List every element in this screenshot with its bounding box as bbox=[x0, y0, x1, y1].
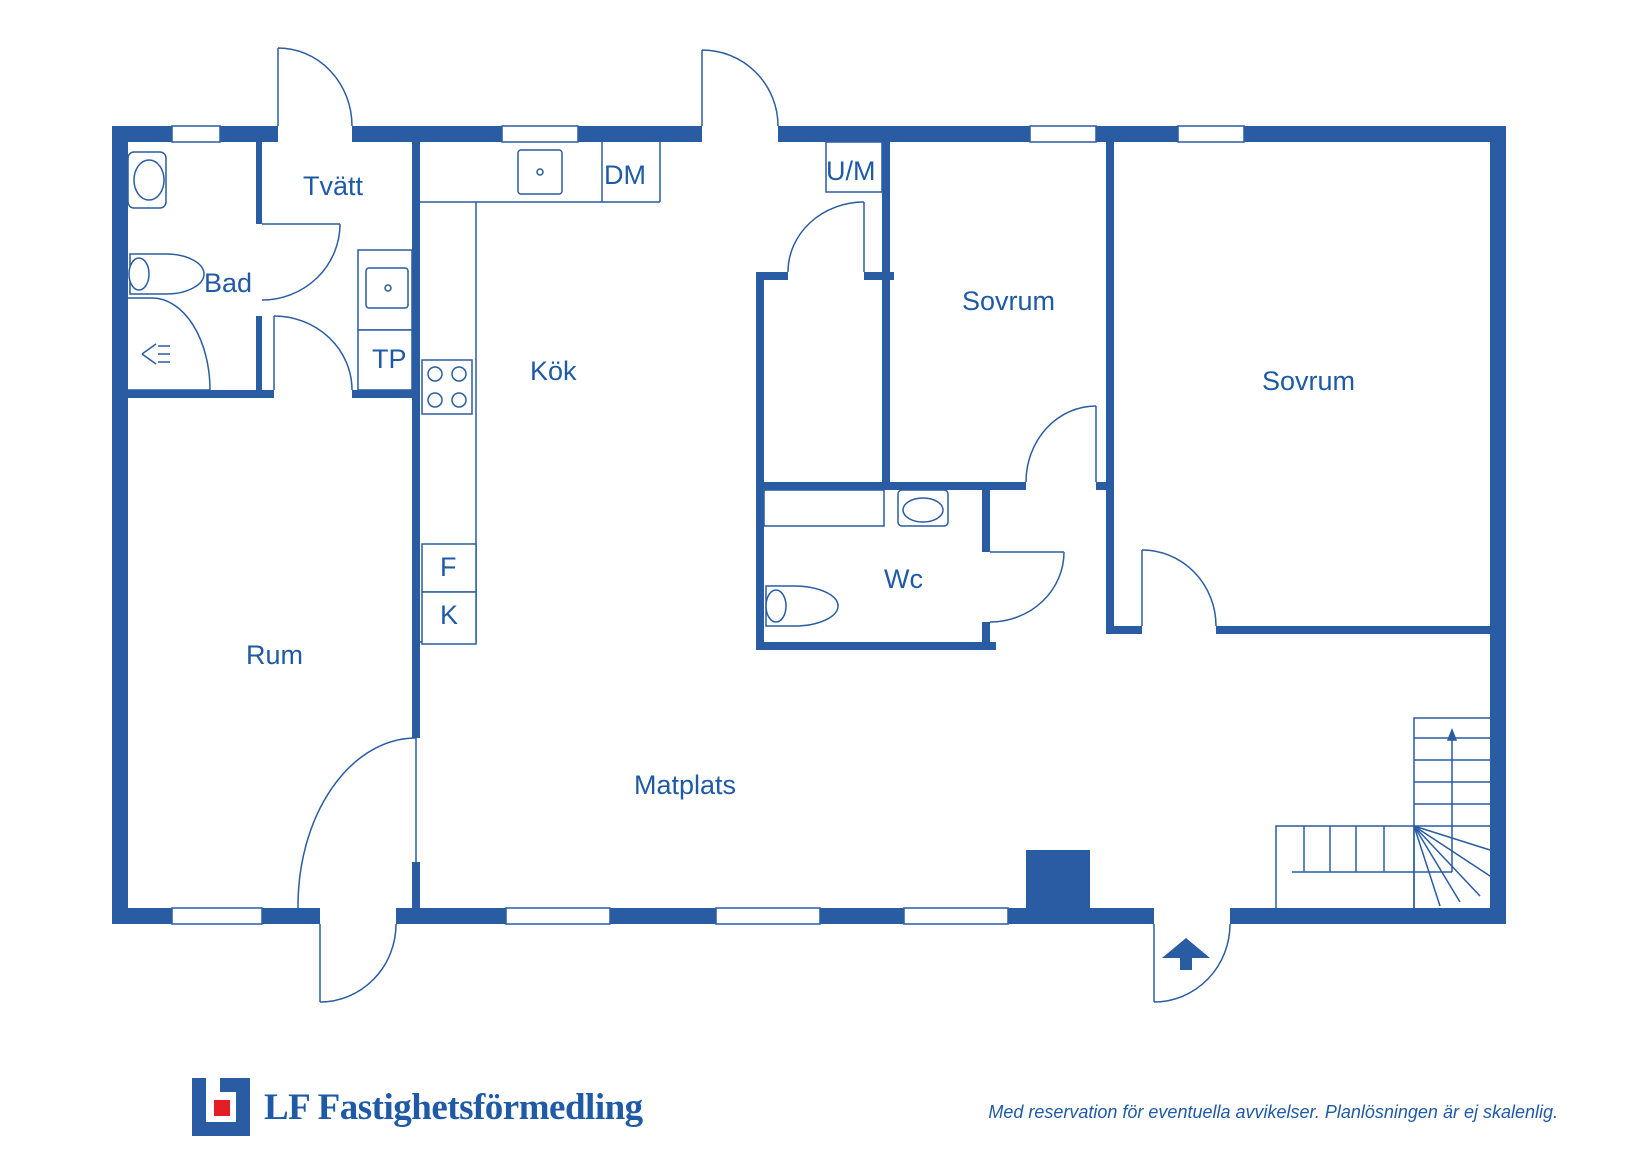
room-label-rum: Rum bbox=[246, 640, 303, 670]
doors bbox=[261, 47, 1231, 1003]
brand-name: LF Fastighetsförmedling bbox=[264, 1086, 643, 1128]
fixture-label-um: U/M bbox=[826, 156, 876, 186]
room-label-sovrum-2: Sovrum bbox=[1262, 366, 1355, 396]
fixture-label-k: K bbox=[440, 600, 458, 630]
room-label-tvatt: Tvätt bbox=[303, 171, 364, 201]
shower-icon bbox=[128, 297, 211, 391]
entrance-arrow-icon bbox=[1162, 938, 1210, 970]
stove-icon bbox=[421, 359, 473, 415]
fixture-label-dm: DM bbox=[604, 160, 646, 190]
inner-walls bbox=[128, 142, 1490, 912]
outer-walls bbox=[112, 126, 1506, 924]
room-label-matplats: Matplats bbox=[634, 770, 736, 800]
fixture-label-tp: TP bbox=[372, 344, 407, 374]
disclaimer-text: Med reservation för eventuella avvikelse… bbox=[988, 1102, 1558, 1122]
room-label-wc: Wc bbox=[884, 564, 923, 594]
room-label-sovrum-1: Sovrum bbox=[962, 286, 1055, 316]
room-label-bad: Bad bbox=[204, 268, 252, 298]
brand-logo: LF Fastighetsförmedling bbox=[192, 1078, 643, 1136]
windows bbox=[171, 125, 1245, 925]
stairs bbox=[1275, 717, 1491, 908]
lf-logo-icon bbox=[192, 1078, 250, 1136]
toilet-icon bbox=[129, 253, 205, 295]
room-label-kok: Kök bbox=[530, 356, 577, 386]
fixtures bbox=[127, 141, 949, 645]
fixture-label-f: F bbox=[440, 552, 457, 582]
